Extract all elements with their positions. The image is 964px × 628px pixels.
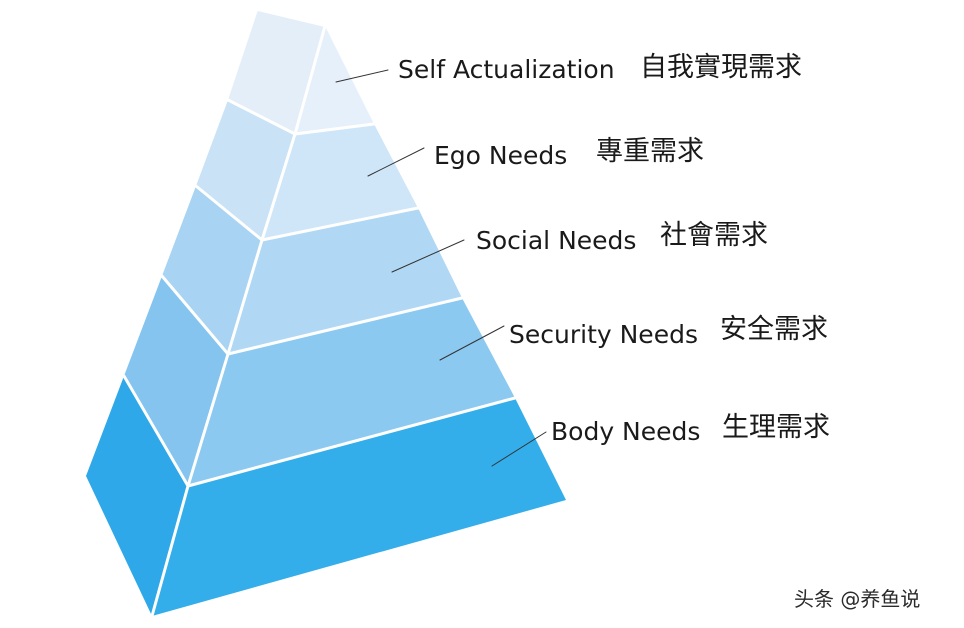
pyramid-left-face-3 [162,186,262,354]
level-label-en: Body Needs [551,417,700,446]
label-leader-lines [335,69,547,467]
pyramid-left-face-1 [228,10,325,134]
level-label-en: Social Needs [476,226,636,255]
level-label-zh: 自我實現需求 [640,52,802,83]
level-label-self-actualization: Self Actualization 自我實現需求 [398,52,802,84]
leader-line-3 [391,239,465,273]
level-label-zh: 社會需求 [660,220,768,251]
watermark: 头条 @养鱼说 [794,587,920,611]
pyramid-edges [122,9,517,618]
pyramid-left-face-5 [86,376,188,616]
pyramid-ridge [260,132,297,242]
band-divider-left [160,274,230,356]
leader-line-4 [439,325,505,361]
level-label-zh: 專重需求 [596,136,704,167]
pyramid-right-face-1 [295,26,374,134]
band-divider-left [194,184,264,242]
level-label-zh: 安全需求 [720,314,828,345]
band-divider-right [186,396,517,488]
pyramid-right-face-5 [152,398,566,616]
pyramid-left-face-4 [124,276,228,486]
leader-line-1 [335,69,389,83]
band-divider-right [260,206,420,242]
level-label-en: Security Needs [509,320,698,349]
pyramid-faces [86,10,566,616]
pyramid-ridge [186,352,230,488]
level-label-body-needs: Body Needs 生理需求 [551,412,830,446]
level-label-social-needs: Social Needs 社會需求 [476,220,768,255]
level-label-security-needs: Security Needs 安全需求 [509,314,828,349]
band-divider-left [226,98,297,136]
pyramid-ridge [226,238,264,356]
band-divider-left [122,374,190,488]
level-label-ego-needs: Ego Needs 專重需求 [434,136,704,170]
level-label-en: Self Actualization [398,55,615,84]
band-divider-right [226,296,464,356]
leader-line-2 [367,147,425,177]
pyramid-right-face-2 [262,124,418,240]
band-divider-right [293,122,376,136]
leader-line-5 [491,431,547,467]
pyramid-ridge [293,24,327,136]
pyramid-top-edge [257,9,326,27]
level-label-zh: 生理需求 [722,412,830,443]
pyramid-ridge [150,484,190,618]
pyramid-right-face-3 [228,208,462,354]
level-label-en: Ego Needs [434,141,567,170]
